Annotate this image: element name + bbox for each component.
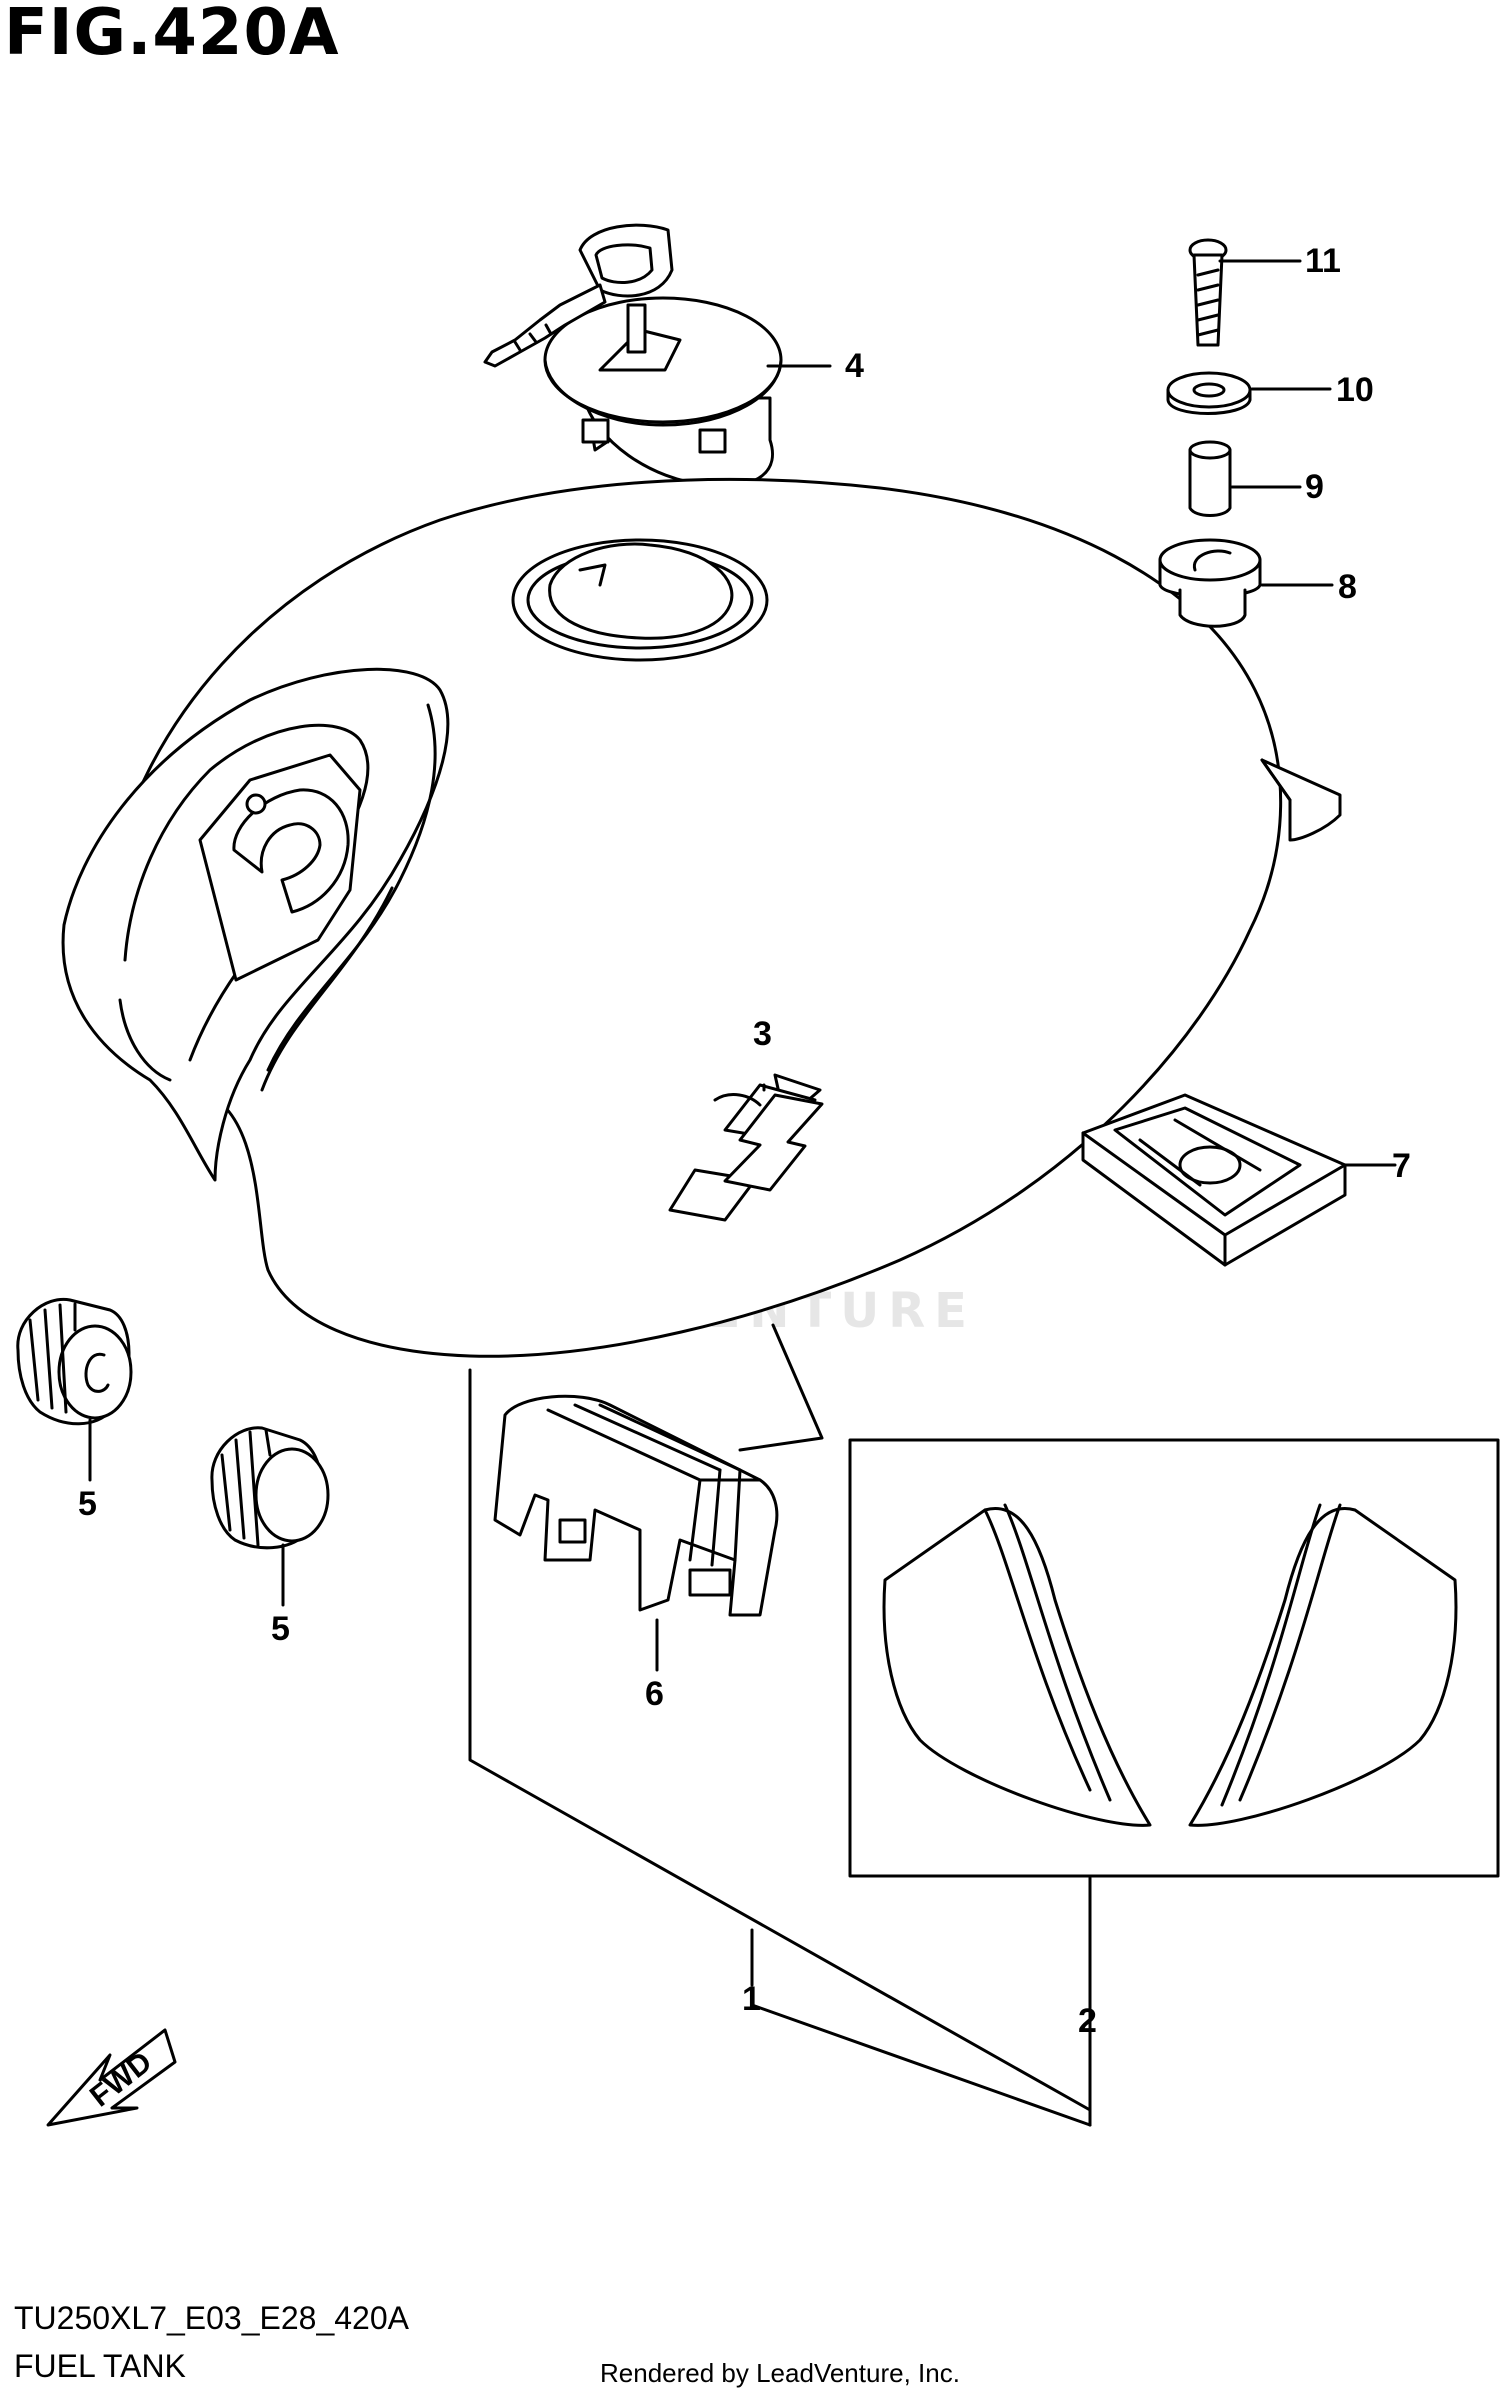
forward-arrow: FWD	[46, 2028, 177, 2127]
credit-text: Rendered by LeadVenture, Inc.	[600, 2358, 960, 2388]
callout-4: 4	[845, 347, 864, 385]
rubber-damper-a	[16, 1297, 133, 1426]
leader-lines	[88, 259, 1397, 2127]
fuel-cap-with-key	[483, 223, 783, 488]
callout-3: 3	[753, 1015, 772, 1053]
callout-2: 2	[1078, 2002, 1097, 2040]
rubber-pad	[1081, 1093, 1347, 1267]
callout-6: 6	[645, 1675, 664, 1713]
tank-cushion	[493, 1394, 779, 1617]
rubber-damper-b	[210, 1426, 330, 1550]
mounting-hardware	[1158, 238, 1262, 628]
callout-1: 1	[742, 1980, 761, 2018]
emblem-decal	[723, 1093, 824, 1192]
callout-8: 8	[1338, 568, 1357, 606]
callout-9: 9	[1305, 468, 1324, 506]
side-cover-set	[848, 1438, 1500, 1878]
callout-11: 11	[1305, 242, 1341, 280]
figure-name: FUEL TANK	[14, 2348, 186, 2384]
callout-labels: 1 2 3 4 5 5 6 7 8 9 10 11	[78, 242, 1411, 2040]
fuel-tank	[61, 477, 1342, 1358]
figure-title: FIG.420A	[4, 0, 340, 70]
callout-7: 7	[1392, 1147, 1411, 1185]
model-code: TU250XL7_E03_E28_420A	[14, 2300, 409, 2336]
callout-10: 10	[1336, 371, 1374, 409]
callout-5b: 5	[271, 1610, 290, 1648]
callout-5a: 5	[78, 1485, 97, 1523]
